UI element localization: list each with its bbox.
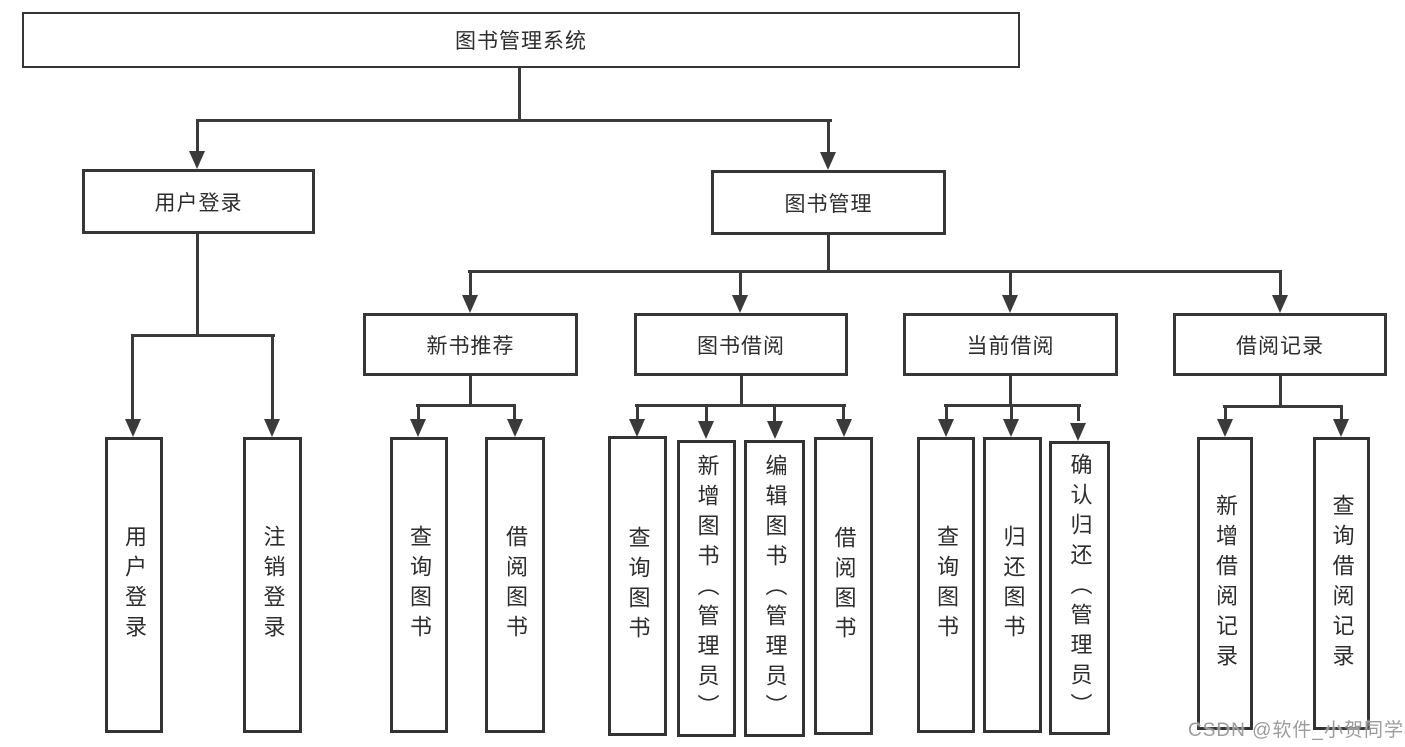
arrow-to-borrowing-records <box>1272 295 1288 313</box>
arrow-to-book-borrowing <box>732 295 748 313</box>
leaf-return-books: 归还图书 <box>983 437 1042 733</box>
leaf-query-books-current-label: 查询图书 <box>934 525 959 645</box>
node-borrowing-records: 借阅记录 <box>1173 313 1387 376</box>
node-new-book-recommend: 新书推荐 <box>363 313 578 376</box>
node-book-management: 图书管理 <box>711 170 946 235</box>
node-book-borrowing: 图书借阅 <box>634 313 848 376</box>
leaf-borrow-books-borrowing: 借阅图书 <box>814 437 873 735</box>
leaf-confirm-return-admin: 确认归还（管理员） <box>1049 441 1110 735</box>
leaf-logout-login-label: 注销登录 <box>260 525 286 645</box>
arrow-to-leaf-logout <box>264 419 280 437</box>
leaf-query-borrow-record: 查询借阅记录 <box>1313 437 1370 730</box>
leaf-add-book-admin-label: 新增图书（管理员） <box>694 453 720 724</box>
leaf-borrow-books-borrowing-label: 借阅图书 <box>831 526 857 646</box>
arrow-to-user-login <box>189 151 205 169</box>
node-root: 图书管理系统 <box>22 12 1020 68</box>
leaf-query-books-borrowing-label: 查询图书 <box>625 526 651 646</box>
leaf-borrow-books-recommend-label: 借阅图书 <box>503 525 528 645</box>
leaf-add-borrow-record: 新增借阅记录 <box>1197 437 1253 730</box>
leaf-add-book-admin: 新增图书（管理员） <box>677 440 736 737</box>
leaf-query-books-borrowing: 查询图书 <box>608 436 667 736</box>
node-current-borrowing: 当前借阅 <box>903 313 1118 376</box>
leaf-edit-book-admin-label: 编辑图书（管理员） <box>762 453 788 724</box>
node-user-login: 用户登录 <box>82 169 315 234</box>
leaf-query-books-recommend-label: 查询图书 <box>407 525 432 645</box>
arrow-to-new-book-recommend <box>462 295 478 313</box>
leaf-query-borrow-record-label: 查询借阅记录 <box>1329 493 1355 674</box>
leaf-user-login-label: 用户登录 <box>122 525 147 645</box>
leaf-add-borrow-record-label: 新增借阅记录 <box>1213 493 1238 674</box>
leaf-confirm-return-admin-label: 确认归还（管理员） <box>1067 453 1093 723</box>
leaf-return-books-label: 归还图书 <box>1000 525 1026 645</box>
leaf-borrow-books-recommend: 借阅图书 <box>485 437 545 733</box>
leaf-edit-book-admin: 编辑图书（管理员） <box>744 440 805 737</box>
arrow-to-leaf-user-login <box>125 419 141 437</box>
arrow-to-current-borrowing <box>1002 295 1018 313</box>
leaf-query-books-current: 查询图书 <box>917 437 975 733</box>
watermark: CSDN @软件_小贺同学 <box>1188 720 1404 741</box>
leaf-user-login: 用户登录 <box>105 437 163 733</box>
leaf-query-books-recommend: 查询图书 <box>390 437 448 733</box>
leaf-logout-login: 注销登录 <box>243 437 302 733</box>
arrow-to-book-management <box>820 152 836 170</box>
